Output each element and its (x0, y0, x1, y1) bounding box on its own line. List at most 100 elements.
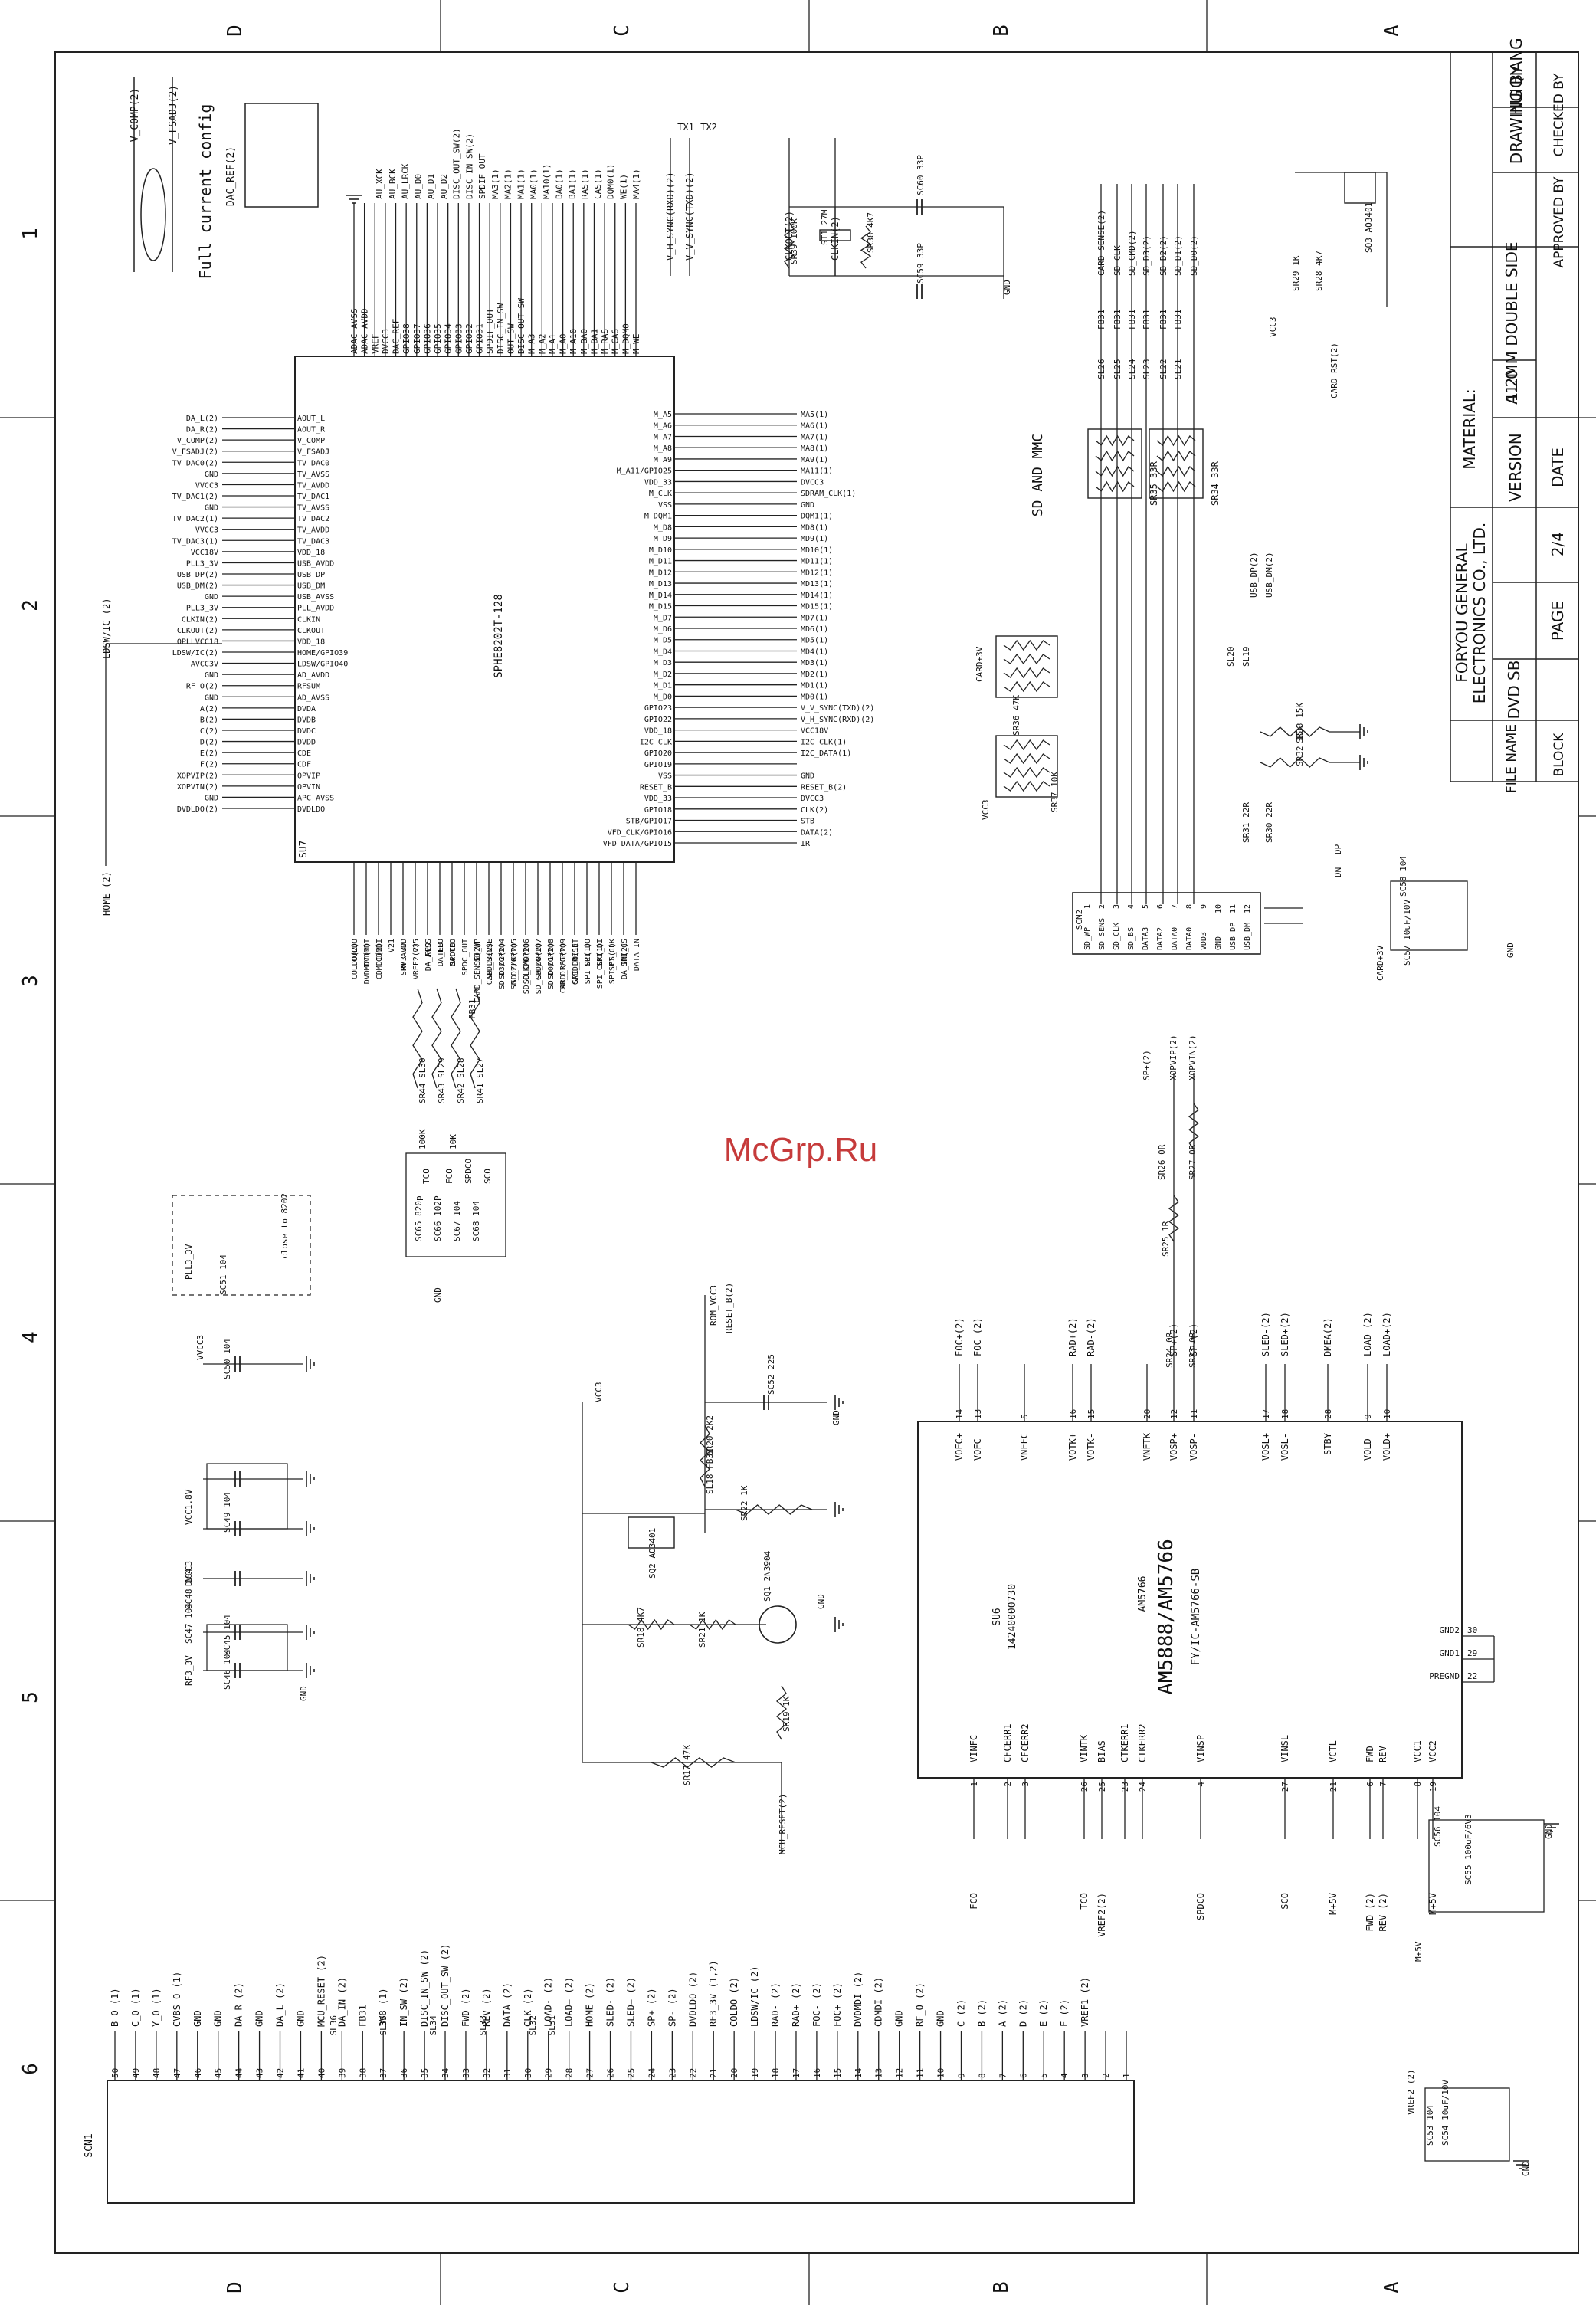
reset-label: ROM_VCC3 (709, 1285, 719, 1326)
top-net: DISC_OUT_SW(2) (452, 128, 462, 199)
decoupling-cap (234, 1471, 241, 1487)
u7-right-pin-name: M_D13 (649, 580, 672, 589)
u7-left-net: USB_DM(2) (177, 582, 218, 591)
page-value: 2/4 (1548, 532, 1567, 556)
u7-right-net: MD11(1) (801, 558, 833, 566)
cn1-ref: SCN1 (84, 2133, 95, 2157)
u7-bottom-net: SD_D0(2) (535, 943, 543, 979)
u7-ref: SU7 (298, 841, 310, 858)
reset-label: SR18 4K7 (636, 1607, 646, 1648)
left-part-label: SC51 104 (218, 1254, 228, 1295)
left-part-label: SC65 820p (414, 1195, 424, 1241)
cn2-pin-name: SD_SENS (1098, 918, 1106, 950)
top-net: DISC_IN_SW(2) (464, 133, 474, 199)
cn1-pin-number: 20 (729, 2068, 739, 2078)
left-part-label: GND (299, 1686, 309, 1701)
cn1-net: GND (254, 2010, 265, 2027)
u7-bottom-pin-name: CARD_RESET (572, 939, 580, 985)
u7-right-pin-name: M_D2 (654, 671, 672, 679)
u6-pin-number: 11 (1189, 1409, 1199, 1419)
u7-right-net: CLK(2) (801, 806, 828, 815)
u7-right-net: RESET_B(2) (801, 783, 847, 792)
u7-left-pin-name: LDSW/GPIO40 (297, 661, 348, 669)
cn1-bead: SL33 (478, 2015, 488, 2036)
cn2-pin-number: 7 (1171, 904, 1179, 909)
cn1-pin-number: 39 (337, 2068, 347, 2078)
ground-symbol (306, 1471, 315, 1487)
u7-bottom-net: SPI_CLK(1) (596, 943, 605, 989)
u7-part: SPHE8202T-128 (493, 594, 505, 678)
u7-left-net: TV_DAC1(2) (172, 493, 218, 501)
left-part-label: VCC1.8V (184, 1489, 194, 1525)
u7-left-net: F(2) (200, 761, 218, 769)
u7-right-pin-name: GPIO22 (644, 716, 672, 724)
ground-symbol (306, 1356, 315, 1372)
cn1-net: DA_R (2) (234, 1982, 244, 2027)
u7-left-pin-name: TV_AVDD (297, 526, 329, 535)
u6-pin-number: 16 (1068, 1409, 1078, 1419)
u7-left-pin-name: USB_DP (297, 571, 325, 579)
u7-left-net: RF_O(2) (186, 683, 218, 691)
u7-right-net: MD13(1) (801, 580, 833, 589)
cn1-net: D (2) (1018, 1999, 1028, 2027)
u7-bottom-net: DA_IN(2) (621, 943, 629, 979)
sd-net: SD_D3(2) (1142, 235, 1152, 276)
u7-right-pin-name: VFD_DATA/GPIO15 (603, 840, 672, 848)
left-part-label: SC66 102P (433, 1195, 443, 1241)
u6-net: SLED-(2) (1260, 1312, 1271, 1356)
cn1-bead: SL31 (547, 2015, 557, 2036)
sd-part-label: SC58 104 (1398, 856, 1408, 897)
cn2-pin-number: 8 (1185, 904, 1194, 909)
u6-net: VREF2(2) (1096, 1893, 1107, 1937)
u6-pin-number: 9 (1363, 1414, 1373, 1419)
u7-right-pin-name: M_D12 (649, 569, 672, 577)
sd-bead-value: FB31 (1158, 310, 1168, 330)
sd-part-label: SR31 22R (1241, 802, 1251, 843)
u6-right-pin-number: 30 (1467, 1625, 1477, 1635)
u7-right-net: IR (801, 840, 811, 848)
sd-net: SD_CMD(2) (1127, 230, 1137, 276)
u7-bottom-net: FEO (424, 943, 433, 956)
cn1-pin-number: 41 (296, 2068, 306, 2078)
u7-top-pin-name: GPIO34 (444, 323, 454, 354)
u7-left-pin-name: RFSUM (297, 683, 320, 691)
u7-right-net: MD9(1) (801, 535, 828, 543)
crystal-st1 (819, 229, 851, 241)
cn1-pin-number: 36 (399, 2068, 409, 2078)
cn2-pin-number: 9 (1200, 904, 1208, 909)
sr39-resistor (783, 221, 795, 269)
cn1-net: CLK (2) (523, 1988, 533, 2027)
cn1-net: E (2) (1038, 1999, 1049, 2027)
u6-pin-name: CTKERR2 (1137, 1723, 1148, 1762)
sq2-mosfet (628, 1516, 675, 1549)
cn1-net: DVDMDI (2) (853, 1972, 864, 2027)
u7-right-net: MA9(1) (801, 456, 828, 464)
sd-bead: SL25 (1113, 359, 1122, 380)
u7-left-net: GND (205, 471, 218, 479)
crystal-net: V_V_SYNC(TXD)(2) (684, 172, 695, 261)
u7-top-pin-name: M_A2 (537, 334, 547, 355)
u7-top-pin-name: DVCC3 (381, 329, 391, 354)
cn2-pin-number: 4 (1127, 904, 1136, 909)
cn1-net: COLDO (2) (729, 1977, 739, 2027)
u7-right-pin-name: VDD_33 (644, 795, 672, 803)
sd-part-label: SQ3 AO3401 (1364, 202, 1374, 253)
sr38-resistor (860, 225, 872, 269)
cn1-pin-number: 48 (152, 2068, 162, 2078)
top-net: MA3(1) (490, 169, 500, 199)
u6-pin-number: 8 (1413, 1782, 1423, 1787)
ground-symbol (834, 1617, 844, 1632)
sd-part-label: USB_DM(2) (1264, 552, 1274, 598)
u7-bottom-pin-name: SD_D3/GPIO4 (498, 939, 506, 989)
u6-pin-name: CFCERR2 (1020, 1723, 1031, 1762)
sr19-resistor (775, 1685, 788, 1740)
u7-left-pin-name: AOUT_L (297, 415, 325, 423)
crystal-oscillator: V_H_SYNC(RXD)(2)V_V_SYNC(TXD)(2)CLKOUT(2… (665, 122, 1012, 299)
u7-right-net: DQM1(1) (801, 513, 833, 521)
cn1-pin-number: 44 (234, 2067, 244, 2078)
zone-letter-top: C (611, 25, 634, 37)
left-part-label: SC48 104 (184, 1569, 194, 1609)
